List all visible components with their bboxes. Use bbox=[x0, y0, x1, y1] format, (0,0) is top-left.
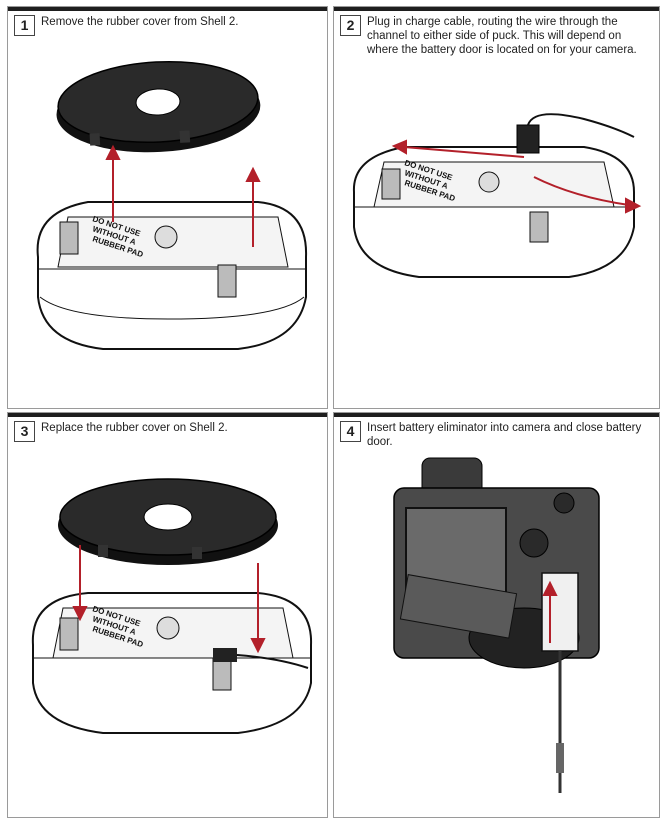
step-3-number: 3 bbox=[14, 421, 35, 442]
camera-base-puck: DO NOT USE WITHOUT A RUBBER PAD bbox=[352, 146, 635, 278]
place-arrows bbox=[72, 545, 266, 654]
charge-cable bbox=[516, 113, 635, 154]
panel-top-bar bbox=[334, 413, 659, 417]
panel-top-bar bbox=[8, 413, 327, 417]
step-4-panel: 4 Insert battery eliminator into camera … bbox=[333, 412, 660, 818]
panel-top-bar bbox=[334, 7, 659, 11]
rubber-pad bbox=[58, 478, 278, 565]
step-3-instruction: Replace the rubber cover on Shell 2. bbox=[41, 422, 228, 434]
insert-arrow bbox=[542, 580, 558, 643]
step-2-panel: 2 Plug in charge cable, routing the wire… bbox=[333, 6, 660, 409]
step-2-illustration: DO NOT USE WITHOUT A RUBBER PAD bbox=[352, 113, 642, 278]
step-1-panel: 1 Remove the rubber cover from Shell 2. … bbox=[7, 6, 328, 409]
camera-base-puck: DO NOT USE WITHOUT A RUBBER PAD bbox=[36, 201, 308, 350]
step-2-instruction: Plug in charge cable, routing the wire t… bbox=[367, 16, 637, 56]
routing-arrows bbox=[391, 139, 642, 214]
step-1-illustration: DO NOT USE WITHOUT A RUBBER PAD bbox=[36, 60, 308, 350]
step-1-instruction: Remove the rubber cover from Shell 2. bbox=[41, 16, 239, 28]
step-1-number: 1 bbox=[14, 15, 35, 36]
step-3-illustration: DO NOT USE WITHOUT A RUBBER PAD bbox=[31, 478, 313, 734]
camera-base-puck: DO NOT USE WITHOUT A RUBBER PAD bbox=[31, 592, 313, 734]
panel-top-bar bbox=[8, 7, 327, 11]
step-4-instruction: Insert battery eliminator into camera an… bbox=[367, 422, 642, 448]
battery-eliminator bbox=[541, 572, 579, 793]
rubber-pad bbox=[56, 60, 261, 153]
step-4-number: 4 bbox=[340, 421, 361, 442]
step-3-panel: 3 Replace the rubber cover on Shell 2. D… bbox=[7, 412, 328, 818]
lift-arrows bbox=[105, 144, 261, 247]
step-2-number: 2 bbox=[340, 15, 361, 36]
step-4-illustration bbox=[393, 457, 600, 793]
